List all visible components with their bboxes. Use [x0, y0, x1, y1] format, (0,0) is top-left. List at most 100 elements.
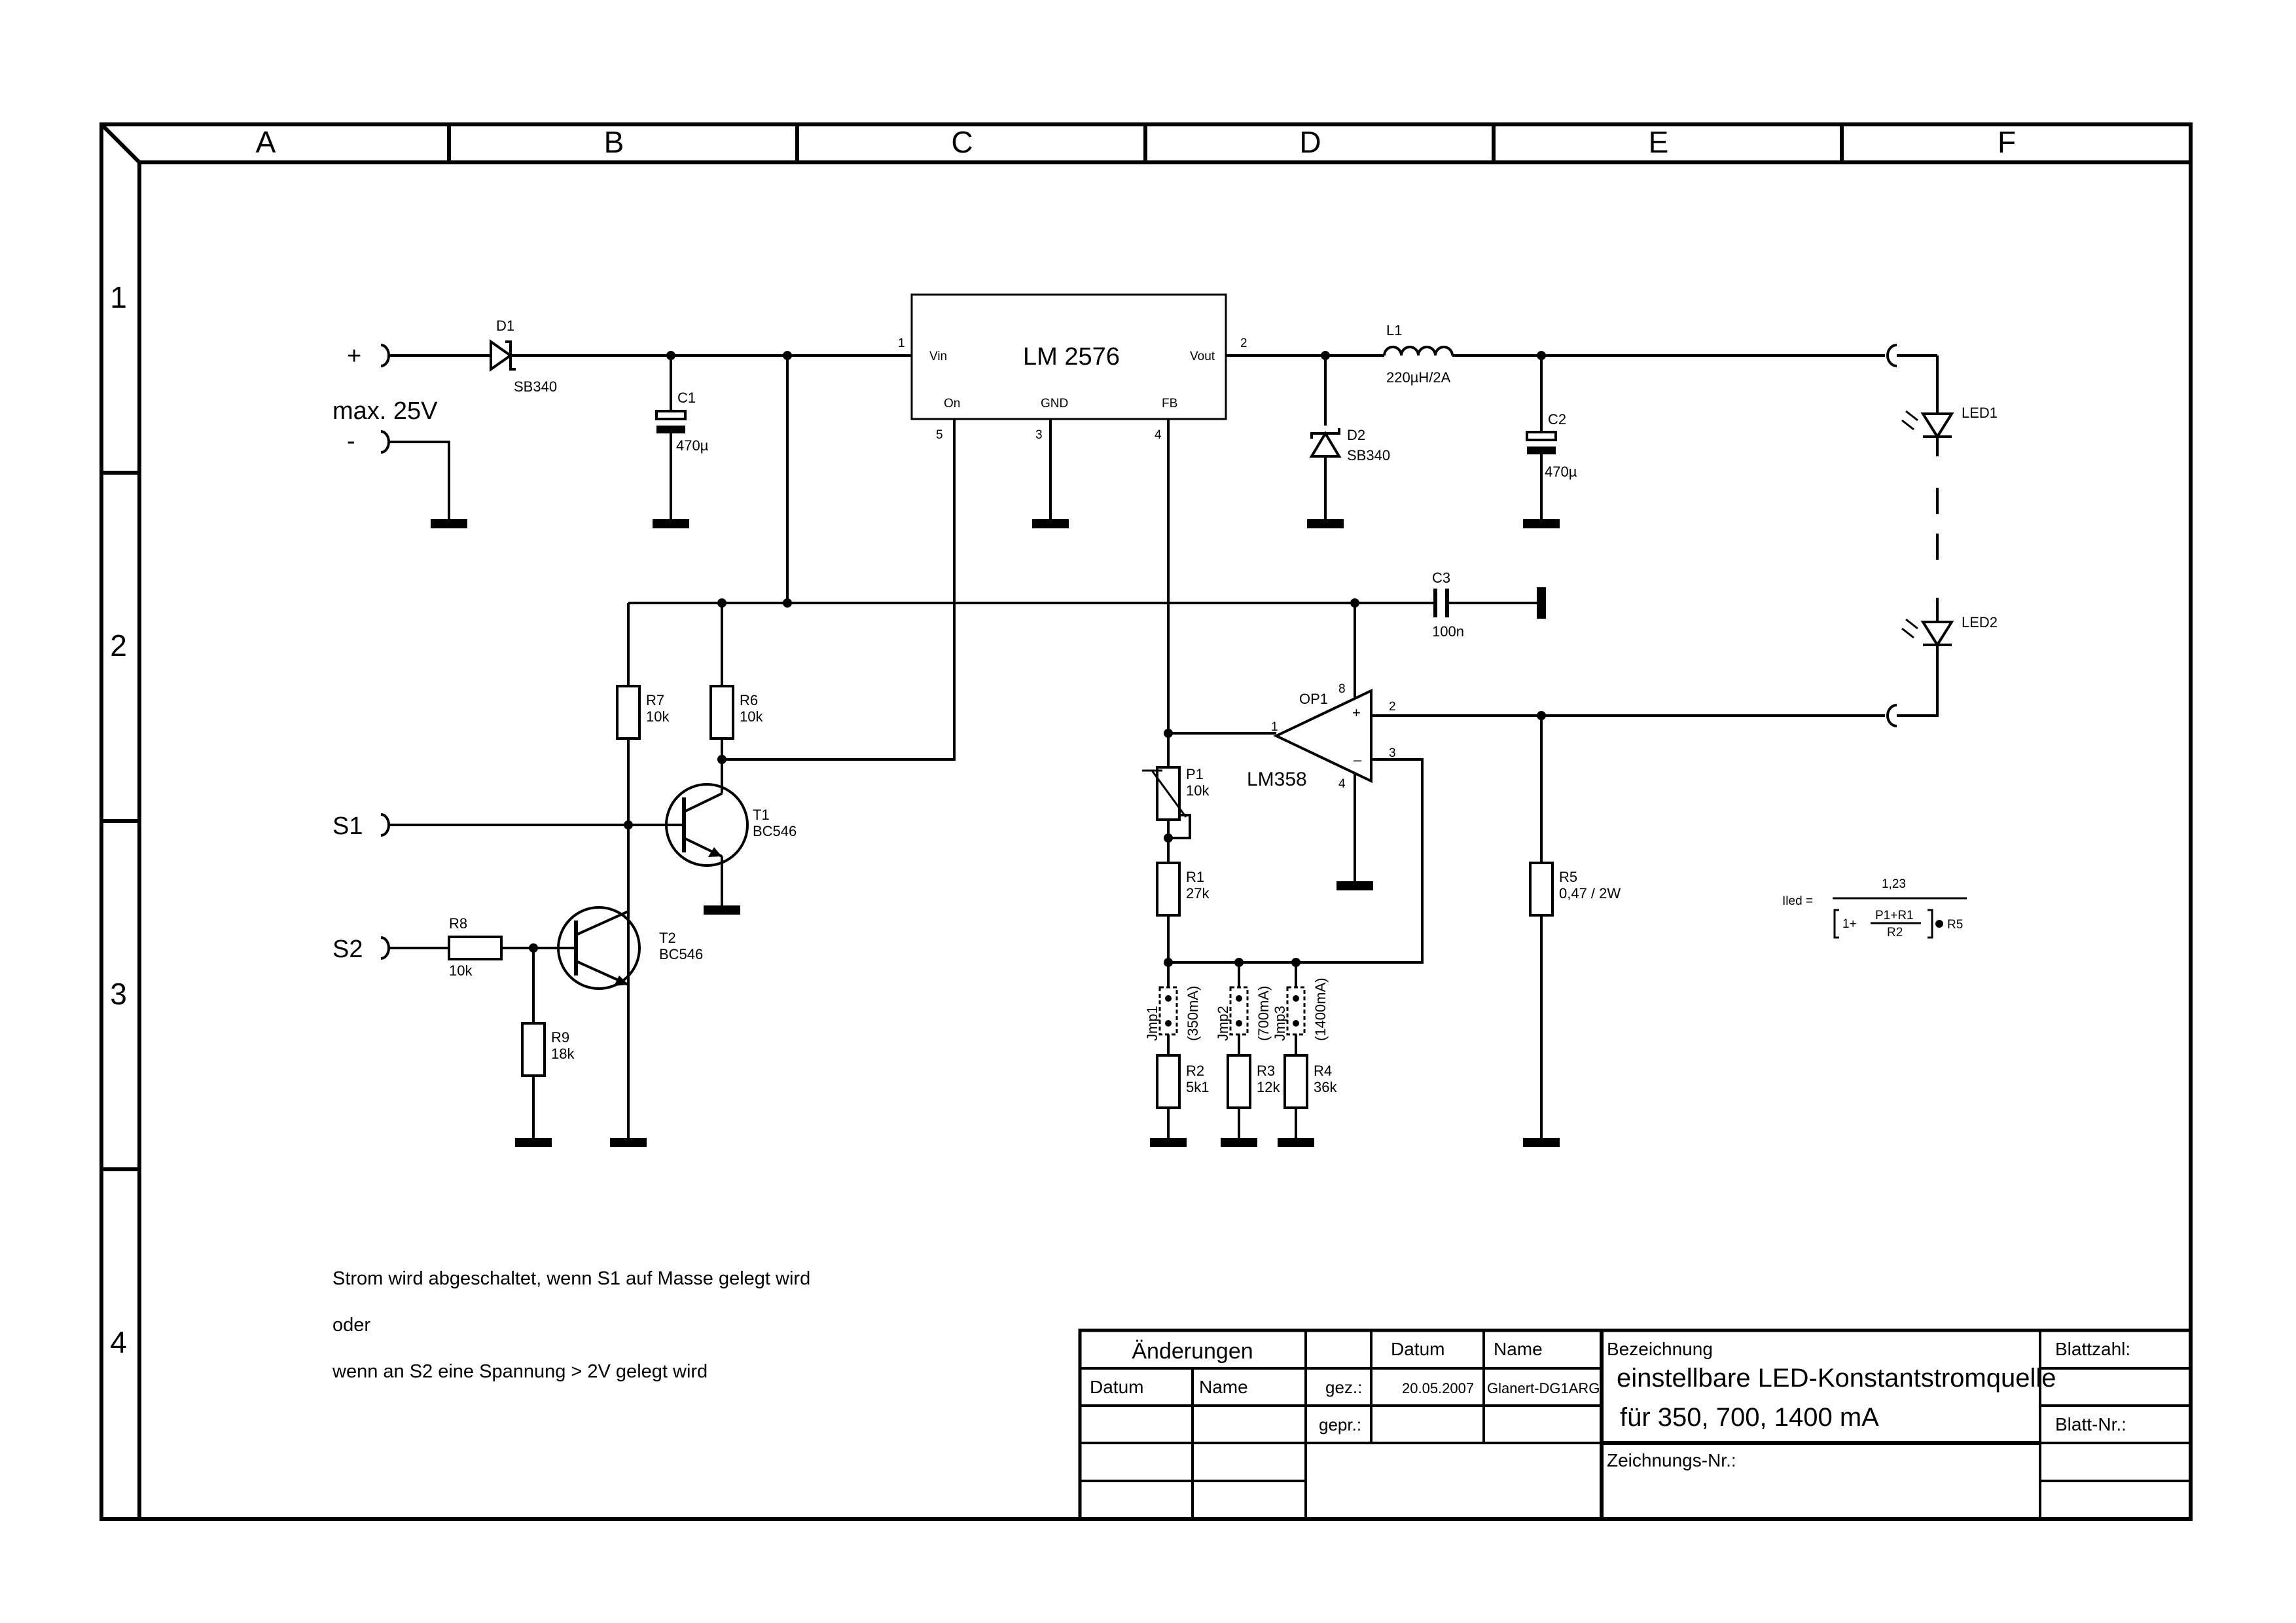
jumper-jmp2[interactable]: Jmp2 (700mA)	[1215, 986, 1272, 1041]
resistor-r5: R5 0,47 / 2W	[1529, 862, 1621, 917]
formula-one-plus: 1+	[1842, 917, 1857, 931]
supply-minus-label: -	[347, 428, 355, 455]
jmp1-ref: Jmp1	[1144, 1006, 1160, 1041]
r8-value: 10k	[449, 962, 473, 979]
zeichnungs-nr-label: Zeichnungs-Nr.:	[1607, 1450, 1736, 1470]
changes-header: Änderungen	[1132, 1339, 1253, 1364]
r9-ref: R9	[551, 1029, 569, 1046]
jmp3-value: (1400mA)	[1312, 977, 1329, 1041]
diode-d2: D2 SB340	[1307, 356, 1390, 528]
zone-row-3: 3	[110, 977, 127, 1011]
resistor-r4: R4 36k	[1283, 1054, 1337, 1109]
transistor-t2: T2 BC546	[557, 906, 703, 990]
led-minus-terminal	[1886, 704, 1897, 727]
lm2576-pin-fb: FB	[1162, 397, 1177, 410]
r6-value: 10k	[740, 708, 763, 725]
d2-value: SB340	[1347, 447, 1390, 464]
led-plus-terminal	[1886, 344, 1897, 367]
lm2576-pin-on: On	[944, 397, 960, 410]
jmp3-ref: Jmp3	[1272, 1006, 1288, 1041]
drawing-title-line1: einstellbare LED-Konstantstromquelle	[1617, 1364, 2056, 1393]
c3-value: 100n	[1432, 623, 1464, 640]
r4-value: 36k	[1314, 1079, 1337, 1095]
r2-value: 5k1	[1186, 1079, 1209, 1095]
led-current-formula: Iled = 1,23 1+ P1+R1 R2 R5	[1782, 877, 1967, 939]
zone-col-c: C	[951, 125, 973, 159]
r9-value: 18k	[551, 1046, 575, 1062]
resistor-r6: R6 10k	[709, 685, 763, 740]
op1-name: LM358	[1247, 769, 1307, 790]
gez-date: 20.05.2007	[1402, 1380, 1474, 1396]
capacitor-c3: C3 100n	[1432, 570, 1546, 640]
r7-value: 10k	[646, 708, 670, 725]
zone-row-2: 2	[110, 629, 127, 663]
s1-label: S1	[332, 812, 363, 840]
capacitor-c2: C2 470µ	[1523, 356, 1577, 528]
c2-ref: C2	[1548, 411, 1566, 428]
transistor-t1: T1 BC546	[665, 783, 797, 915]
lm2576-pinno-3: 3	[1035, 428, 1043, 442]
s2-label: S2	[332, 936, 363, 963]
op1-minus-sign: –	[1354, 752, 1362, 768]
datum-header: Datum	[1391, 1339, 1444, 1359]
jumper-jmp3[interactable]: Jmp3 (1400mA)	[1272, 977, 1329, 1041]
supply-voltage-label: max. 25V	[332, 397, 438, 425]
lm2576-name: LM 2576	[1023, 343, 1120, 371]
opamp-op1: + – OP1 LM358 1 2 3 4 8	[1247, 682, 1396, 791]
resistor-r7: R7 10k	[616, 685, 670, 740]
r3-ref: R3	[1257, 1063, 1275, 1079]
led1-ref: LED1	[1962, 405, 1998, 421]
lm2576-regulator: LM 2576 Vin Vout On GND FB 1 2 3 4 5	[898, 293, 1247, 442]
c3-ref: C3	[1432, 570, 1450, 586]
gez-name: Glanert-DG1ARG	[1487, 1380, 1600, 1396]
led1: LED1	[1901, 405, 1998, 456]
drawing-title-line2: für 350, 700, 1400 mA	[1620, 1403, 1879, 1432]
zone-col-b: B	[604, 125, 624, 159]
bezeichnung-label: Bezeichnung	[1607, 1339, 1713, 1359]
blattzahl-label: Blattzahl:	[2055, 1339, 2130, 1359]
zone-col-f: F	[1998, 125, 2016, 159]
resistor-r8: R8 10k	[448, 915, 503, 979]
gez-label: gez.:	[1325, 1377, 1362, 1397]
name-header: Name	[1494, 1339, 1543, 1359]
op1-ref: OP1	[1299, 691, 1328, 707]
inductor-l1: L1 220µH/2A	[1383, 322, 1454, 386]
t2-value: BC546	[659, 946, 703, 962]
supply-minus-terminal: -	[347, 428, 467, 528]
jmp1-value: (350mA)	[1185, 986, 1201, 1041]
zone-row-4: 4	[110, 1325, 127, 1359]
r5-value: 0,47 / 2W	[1559, 885, 1621, 902]
op1-plus-sign: +	[1352, 704, 1361, 721]
notes: Strom wird abgeschaltet, wenn S1 auf Mas…	[332, 1268, 810, 1382]
r8-ref: R8	[449, 915, 467, 932]
op1-pin-4: 4	[1338, 777, 1346, 791]
blatt-nr-label: Blatt-Nr.:	[2055, 1414, 2126, 1434]
d1-ref: D1	[496, 318, 514, 334]
note-line-3: wenn an S2 eine Spannung > 2V gelegt wir…	[332, 1361, 708, 1382]
r6-ref: R6	[740, 692, 758, 708]
jmp2-value: (700mA)	[1255, 986, 1272, 1041]
c1-ref: C1	[677, 390, 696, 406]
jumper-jmp1[interactable]: Jmp1 (350mA)	[1144, 986, 1201, 1041]
formula-frac-den: R2	[1887, 926, 1903, 939]
lm2576-pin-vout: Vout	[1190, 350, 1215, 363]
led2: LED2	[1901, 614, 1998, 647]
op1-pin-2: 2	[1389, 700, 1396, 714]
l1-value: 220µH/2A	[1386, 369, 1451, 386]
r2-ref: R2	[1186, 1063, 1204, 1079]
title-block: Änderungen Datum Name Datum Name gez.: g…	[1078, 1328, 2193, 1521]
d2-ref: D2	[1347, 427, 1365, 443]
t1-value: BC546	[753, 823, 797, 839]
op1-pin-1: 1	[1271, 720, 1278, 734]
lm2576-pinno-4: 4	[1155, 428, 1162, 442]
supply-plus-label: +	[347, 342, 361, 370]
r1-ref: R1	[1186, 869, 1204, 885]
c2-value: 470µ	[1545, 464, 1577, 480]
diode-d1: D1 SB340	[490, 318, 671, 395]
zone-col-a: A	[256, 125, 276, 159]
lm2576-pinno-1: 1	[898, 337, 905, 350]
gepr-label: gepr.:	[1319, 1415, 1361, 1434]
lm2576-pinno-2: 2	[1240, 337, 1247, 350]
changes-col-name: Name	[1199, 1377, 1248, 1397]
